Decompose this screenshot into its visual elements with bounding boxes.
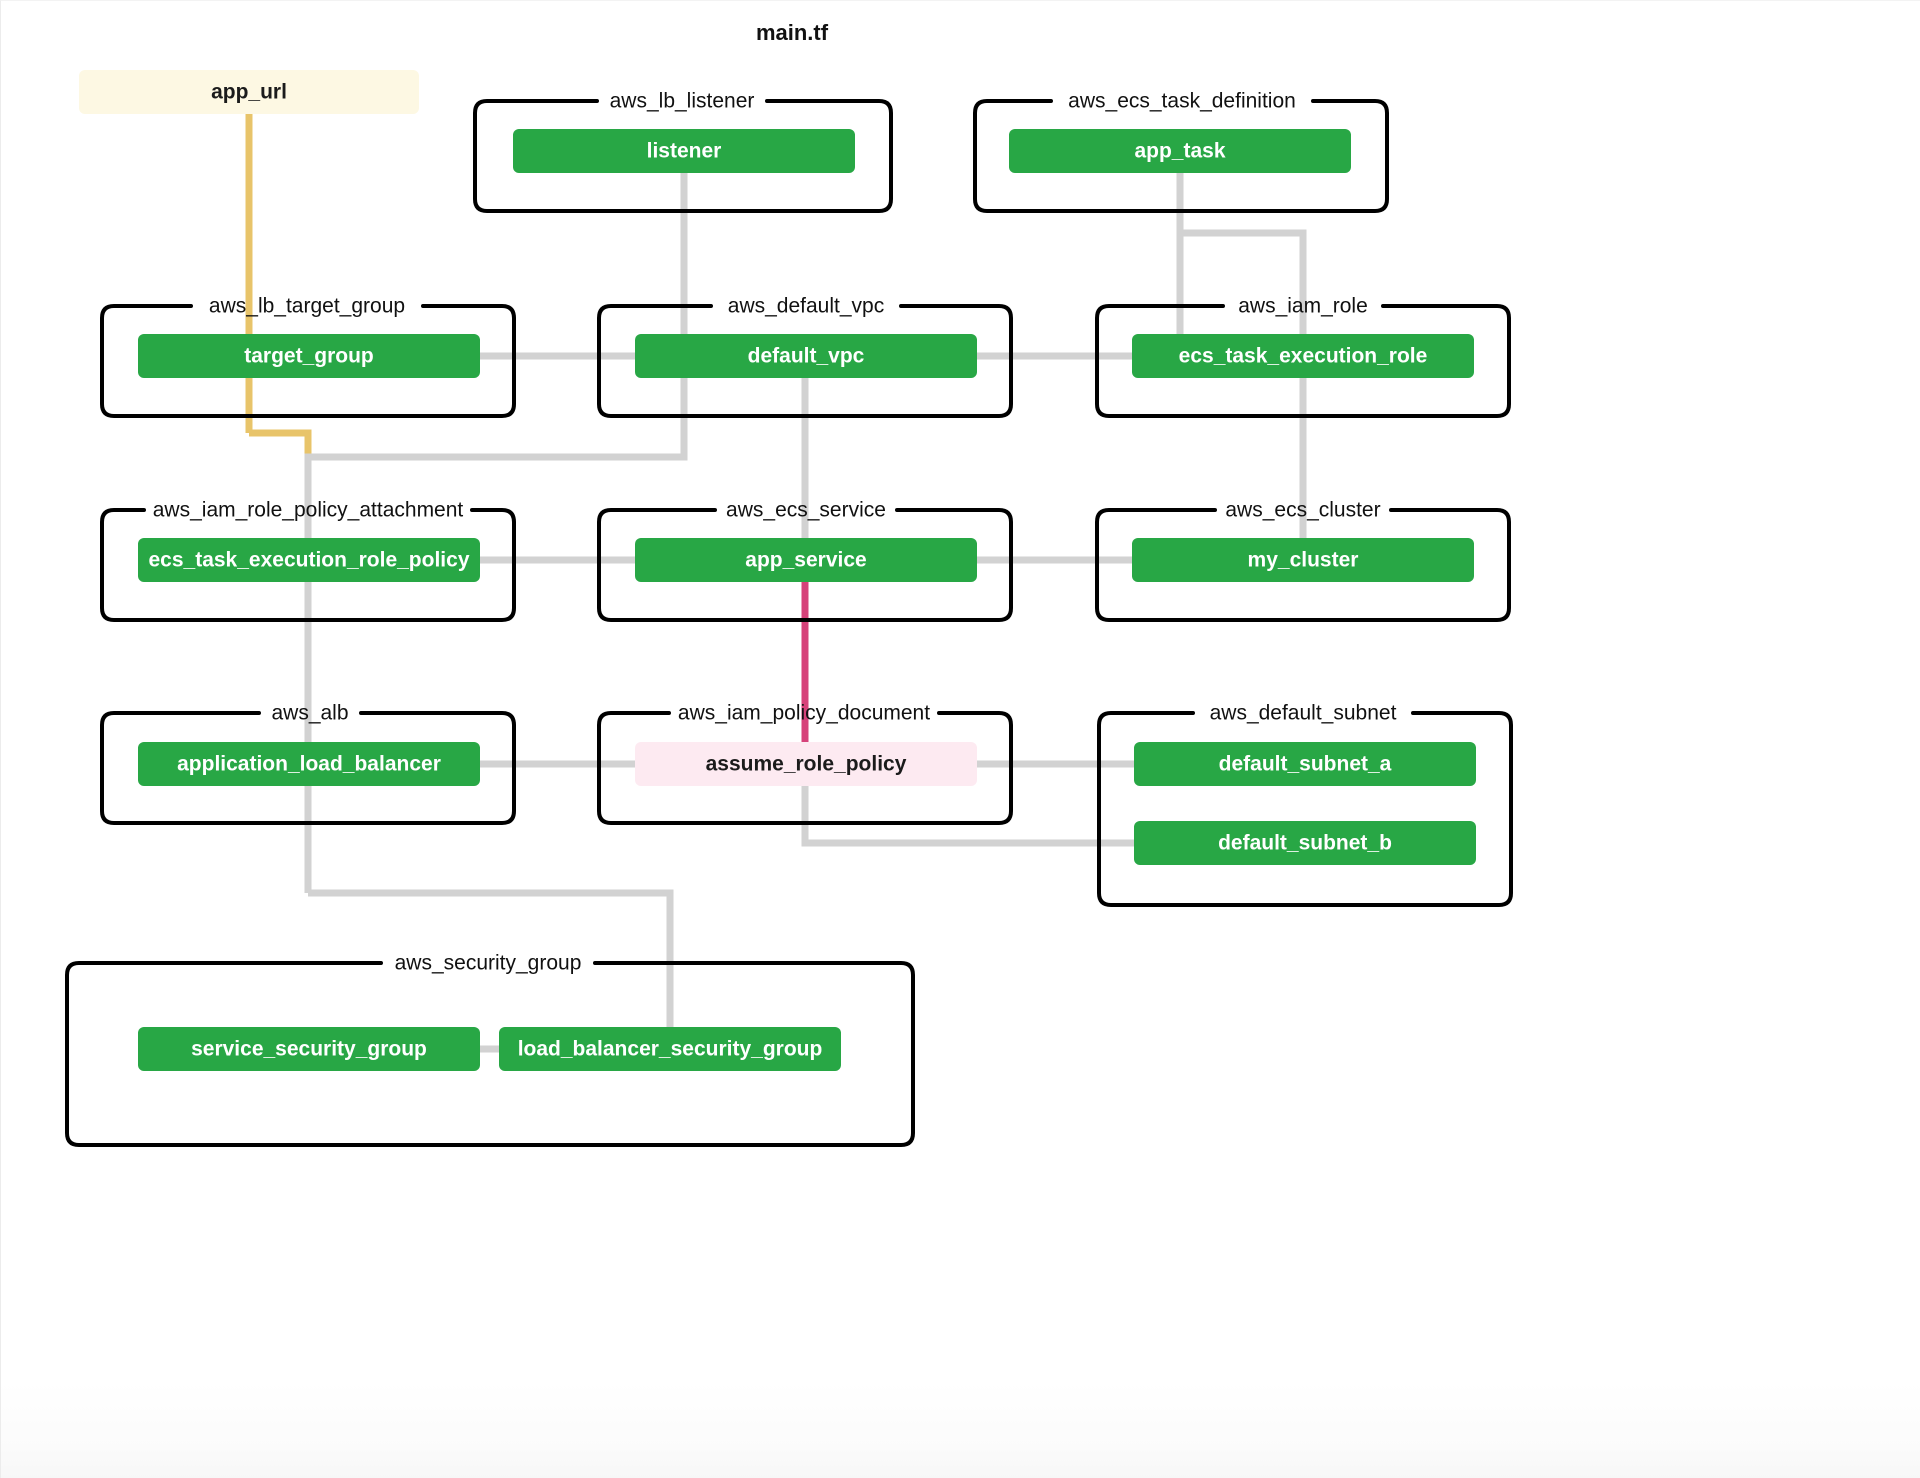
group-label-aws_security_group: aws_security_group <box>395 952 582 975</box>
edge-alb-security_group <box>308 889 674 1027</box>
node-rect-app_url[interactable] <box>79 70 419 114</box>
node-ecs_task_execution_role[interactable]: ecs_task_execution_role <box>1132 334 1474 378</box>
edges-layer <box>245 114 1307 1053</box>
node-rect-default_subnet_a[interactable] <box>1134 742 1476 786</box>
node-app_url[interactable]: app_url <box>79 70 419 114</box>
group-frame-aws_default_vpc[interactable] <box>597 304 1013 418</box>
node-rect-application_load_balancer[interactable] <box>138 742 480 786</box>
edge-app_task-iam_role-branch <box>1180 229 1307 538</box>
node-load_balancer_security_group[interactable]: load_balancer_security_group <box>499 1027 841 1071</box>
edge-assume-default_subnet_b <box>801 786 1134 847</box>
node-rect-listener[interactable] <box>513 129 855 173</box>
node-my_cluster[interactable]: my_cluster <box>1132 538 1474 582</box>
group-frame-aws_iam_role_policy_attachment[interactable] <box>100 508 516 622</box>
node-rect-my_cluster[interactable] <box>1132 538 1474 582</box>
node-app_task[interactable]: app_task <box>1009 129 1351 173</box>
group-frame-aws_iam_policy_document[interactable] <box>597 711 1013 825</box>
node-rect-app_task[interactable] <box>1009 129 1351 173</box>
group-frame-aws_security_group[interactable] <box>65 961 915 1147</box>
node-assume_role_policy[interactable]: assume_role_policy <box>635 742 977 786</box>
group-label-aws_ecs_service: aws_ecs_service <box>726 499 886 522</box>
node-rect-default_vpc[interactable] <box>635 334 977 378</box>
group-label-aws_alb: aws_alb <box>271 702 348 725</box>
node-rect-service_security_group[interactable] <box>138 1027 480 1071</box>
node-listener[interactable]: listener <box>513 129 855 173</box>
node-rect-ecs_task_execution_role[interactable] <box>1132 334 1474 378</box>
node-default_vpc[interactable]: default_vpc <box>635 334 977 378</box>
group-frame-aws_alb[interactable] <box>100 711 516 825</box>
group-label-aws_iam_role_policy_attachment: aws_iam_role_policy_attachment <box>153 499 464 522</box>
edge-target_group-app_service <box>249 429 312 481</box>
group-label-aws_iam_policy_document: aws_iam_policy_document <box>678 702 930 725</box>
group-label-aws_default_subnet: aws_default_subnet <box>1210 702 1397 725</box>
resource-groups-layer: aws_lb_listener aws_ecs_task_definitionaw… <box>65 90 1513 1147</box>
group-label-aws_lb_listener: aws_lb_listener <box>610 90 755 113</box>
group-frame-aws_ecs_cluster[interactable] <box>1095 508 1511 622</box>
node-rect-ecs_task_execution_role_policy[interactable] <box>138 538 480 582</box>
node-rect-default_subnet_b[interactable] <box>1134 821 1476 865</box>
group-frame-aws_default_subnet[interactable] <box>1097 711 1513 907</box>
group-frame-aws_ecs_service[interactable] <box>597 508 1013 622</box>
node-default_subnet_a[interactable]: default_subnet_a <box>1134 742 1476 786</box>
node-rect-load_balancer_security_group[interactable] <box>499 1027 841 1071</box>
page-title: main.tf <box>756 20 829 45</box>
node-rect-app_service[interactable] <box>635 538 977 582</box>
node-service_security_group[interactable]: service_security_group <box>138 1027 480 1071</box>
group-frame-aws_ecs_task_definition[interactable] <box>973 99 1389 213</box>
node-application_load_balancer[interactable]: application_load_balancer <box>138 742 480 786</box>
node-rect-target_group[interactable] <box>138 334 480 378</box>
group-frame-aws_iam_role[interactable] <box>1095 304 1511 418</box>
group-label-aws_iam_role: aws_iam_role <box>1238 295 1368 318</box>
group-label-aws_ecs_cluster: aws_ecs_cluster <box>1225 499 1380 522</box>
node-target_group[interactable]: target_group <box>138 334 480 378</box>
group-frame-aws_lb_target_group[interactable] <box>100 304 516 418</box>
group-frame-aws_lb_listener[interactable] <box>473 99 893 213</box>
node-default_subnet_b[interactable]: default_subnet_b <box>1134 821 1476 865</box>
group-label-aws_ecs_task_definition: aws_ecs_task_definition <box>1068 90 1296 113</box>
node-app_service[interactable]: app_service <box>635 538 977 582</box>
group-label-aws_default_vpc: aws_default_vpc <box>728 295 884 318</box>
group-label-aws_lb_target_group: aws_lb_target_group <box>209 295 405 318</box>
node-ecs_task_execution_role_policy[interactable]: ecs_task_execution_role_policy <box>138 538 480 582</box>
node-rect-assume_role_policy[interactable] <box>635 742 977 786</box>
